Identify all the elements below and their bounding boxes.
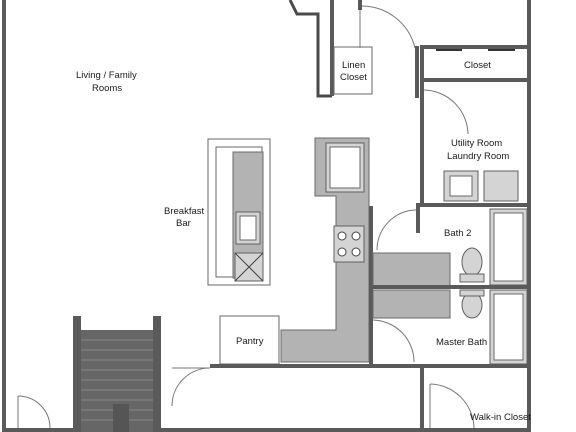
- exterior-walls: [2, 0, 531, 432]
- kitchen-counter: [280, 137, 373, 366]
- master-bath-label: Master Bath: [436, 337, 487, 348]
- master-bath: Master Bath: [372, 289, 528, 365]
- hall-door-swing: [359, 5, 416, 49]
- linen-closet-label-1: Linen: [342, 60, 365, 71]
- utility-room: Utility Room Laundry Room: [420, 82, 530, 207]
- bath-2-label: Bath 2: [444, 228, 471, 239]
- pantry-label: Pantry: [236, 336, 264, 347]
- utility-label-1: Utility Room: [451, 138, 502, 149]
- staircase: [73, 316, 161, 432]
- pantry: Pantry: [219, 315, 280, 365]
- breakfast-bar-label-1: Breakfast: [164, 206, 204, 217]
- top-angled-wall: [288, 0, 334, 98]
- bath-2: Bath 2: [372, 203, 528, 287]
- walk-in-closet: Walk-in Closet: [420, 368, 531, 432]
- breakfast-bar-label-2: Bar: [176, 218, 191, 229]
- entry-door-swing: [17, 395, 51, 429]
- linen-closet-label-2: Closet: [340, 72, 367, 83]
- linen-closet: Linen Closet: [333, 46, 373, 95]
- walk-in-closet-label: Walk-in Closet: [470, 412, 531, 423]
- utility-label-2: Laundry Room: [447, 151, 509, 162]
- stove: [333, 225, 365, 263]
- living-room-label-2: Rooms: [92, 83, 122, 94]
- dryer: [483, 170, 519, 202]
- breakfast-bar: Breakfast Bar: [164, 138, 271, 286]
- closet-label: Closet: [464, 60, 491, 71]
- toilet-bath-2: [461, 247, 483, 277]
- living-room-label-1: Living / Family: [76, 70, 137, 81]
- closet-top-right: Closet: [420, 45, 530, 82]
